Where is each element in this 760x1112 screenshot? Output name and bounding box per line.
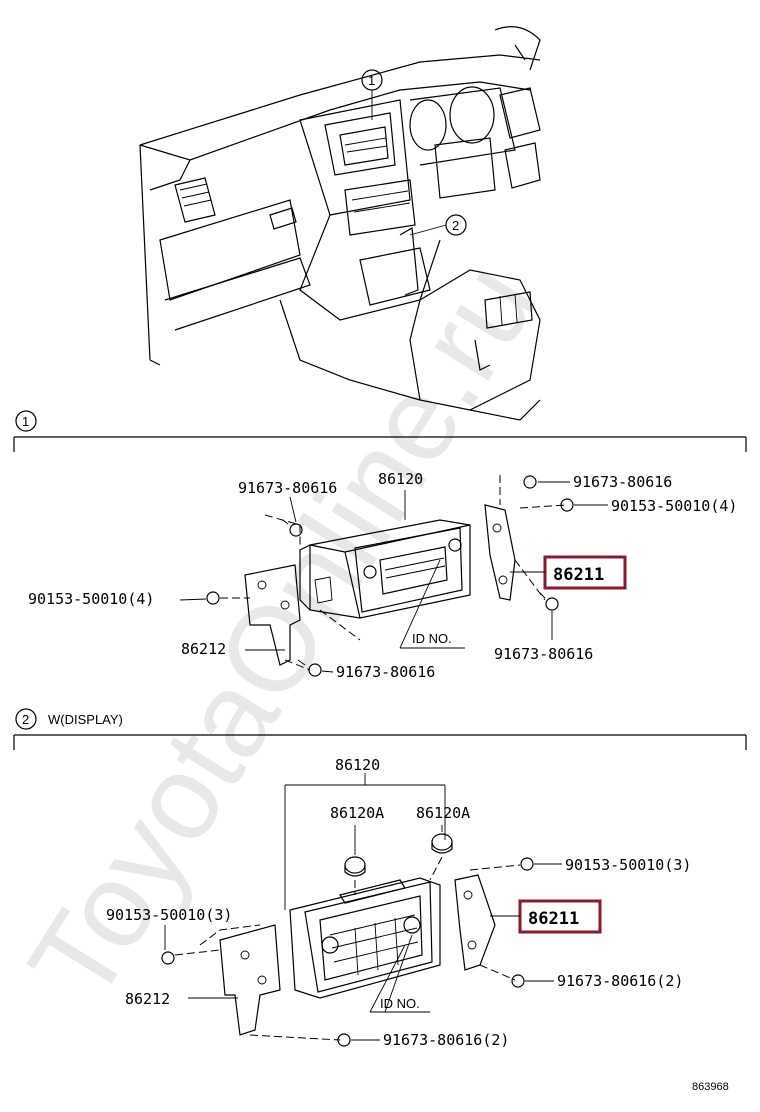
- bolt-icon: [539, 592, 559, 611]
- part-number-label[interactable]: 86120A: [330, 804, 384, 822]
- id-number-label: ID NO.: [412, 631, 452, 646]
- section-1-labels: 91673-80616 86120 91673-80616 90153-5001…: [28, 470, 737, 681]
- part-number-highlighted[interactable]: 86211: [528, 909, 579, 929]
- section-2-header: 2 W(DISPLAY): [13, 708, 747, 750]
- knob-icon: [344, 856, 366, 877]
- bolt-icon: [520, 857, 534, 871]
- section-2-labels: 86120 86120A 86120A 90153-50010(3) 86211…: [106, 756, 691, 1049]
- bolt-icon: [297, 659, 322, 677]
- bolt-icon: [511, 974, 525, 988]
- part-number-label[interactable]: 90153-50010(4): [28, 590, 154, 608]
- part-number-highlighted[interactable]: 86211: [553, 565, 604, 585]
- bolt-icon: [282, 519, 303, 537]
- section-2-title: W(DISPLAY): [48, 712, 123, 727]
- part-number-label[interactable]: 86120: [378, 470, 423, 488]
- id-number-label: ID NO.: [380, 996, 420, 1011]
- overview-callout-1[interactable]: 1: [361, 69, 383, 120]
- part-number-label[interactable]: 86212: [125, 990, 170, 1008]
- part-number-label[interactable]: 91673-80616: [336, 663, 435, 681]
- part-number-label[interactable]: 86120: [335, 756, 380, 774]
- section-2-number: 2: [22, 712, 29, 727]
- section-1-number: 1: [22, 414, 29, 429]
- callout-2-label: 2: [452, 218, 459, 233]
- part-number-label[interactable]: 86120A: [416, 804, 470, 822]
- bolt-icon: [337, 1033, 351, 1047]
- part-number-label[interactable]: 91673-80616(2): [557, 972, 683, 990]
- section-1-drawing: [206, 475, 574, 677]
- dashboard-overview-drawing: [139, 26, 541, 421]
- bolt-icon: [523, 475, 537, 489]
- part-number-label[interactable]: 91673-80616: [494, 645, 593, 663]
- part-number-label[interactable]: 86212: [181, 640, 226, 658]
- bolt-icon: [560, 498, 574, 512]
- part-number-label[interactable]: 91673-80616(2): [383, 1031, 509, 1049]
- figure-id: 863968: [692, 1081, 729, 1093]
- bolt-icon: [161, 951, 175, 965]
- knob-icon: [431, 833, 453, 854]
- highlight-box: [518, 899, 602, 934]
- section-1-header: 1: [13, 410, 747, 452]
- overview-callout-2[interactable]: 2: [409, 214, 467, 236]
- watermark-text: ToyotaOnline.ru: [3, 240, 562, 1024]
- bolt-icon: [206, 591, 220, 605]
- part-number-label[interactable]: 90153-50010(3): [565, 856, 691, 874]
- highlight-box: [543, 555, 627, 590]
- part-number-label[interactable]: 91673-80616: [573, 473, 672, 491]
- part-number-label[interactable]: 90153-50010(4): [611, 497, 737, 515]
- section-2-drawing: [161, 773, 534, 1047]
- callout-1-label: 1: [368, 73, 375, 88]
- part-number-label[interactable]: 90153-50010(3): [106, 906, 232, 924]
- part-number-label[interactable]: 91673-80616: [238, 479, 337, 497]
